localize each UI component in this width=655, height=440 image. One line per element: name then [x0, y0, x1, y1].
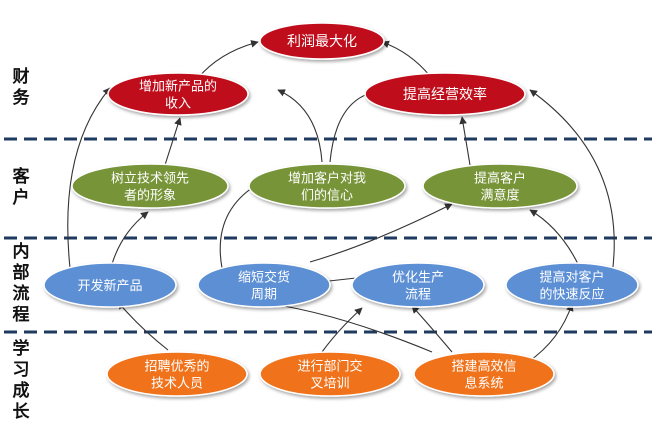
- node-profit: 利润最大化: [259, 22, 385, 60]
- node-label-line: 们的信心: [301, 188, 353, 204]
- arrow-respond-to-efficiency: [529, 89, 615, 276]
- node-shape: [422, 163, 578, 209]
- node-shape: [197, 262, 331, 308]
- node-label-line: 缩短交货: [238, 270, 290, 286]
- arrow-infosys-to-shorten: [255, 298, 433, 353]
- node-shape: [107, 72, 249, 116]
- node-label-line: 提高经营效率: [403, 86, 487, 103]
- node-label-line: 树立技术领先: [111, 172, 189, 187]
- node-shape: [259, 351, 401, 397]
- node-label-line: 者的形象: [124, 188, 176, 204]
- arrow-develop-to-techimage: [111, 211, 149, 265]
- lane-label-learning: 学 习 成 长: [4, 336, 38, 426]
- node-shape: [71, 163, 229, 209]
- lane-label-char: 务: [12, 88, 30, 108]
- node-label-line: 招聘优秀的: [144, 359, 209, 375]
- lane-label-char: 部: [12, 263, 30, 283]
- nodes: 利润最大化增加新产品的收入提高经营效率树立技术领先者的形象增加客户对我们的信心提…: [43, 22, 639, 397]
- arrow-satisfaction-to-efficiency: [459, 116, 471, 166]
- node-efficiency: 提高经营效率: [364, 72, 526, 116]
- arrow-confidence-to-efficiency: [329, 89, 376, 163]
- node-label-line: 搭建高效信: [451, 359, 516, 375]
- node-label-line: 叉培训: [310, 376, 349, 392]
- lane-label-internal: 内 部 流 程: [4, 240, 38, 328]
- node-label-line: 增加客户对我: [288, 171, 366, 187]
- node-label-line: 增加新产品的: [139, 79, 217, 95]
- node-shape: [364, 72, 526, 116]
- lane-label-char: 长: [12, 402, 30, 422]
- node-label-line: 优化生产: [392, 271, 444, 286]
- lane-label-customer: 客 户: [4, 158, 38, 218]
- lane-label-finance: 财 务: [4, 58, 38, 118]
- lane-label-char: 学: [12, 339, 30, 359]
- arrow-shorten-to-satisfaction: [309, 203, 453, 263]
- node-shape: [43, 262, 177, 308]
- node-shape: [351, 262, 485, 308]
- node-develop: 开发新产品: [43, 262, 177, 308]
- node-label-line: 提高对客户: [539, 270, 604, 286]
- node-label-line: 收入: [165, 97, 191, 112]
- arrow-revenue-to-profit: [197, 40, 259, 79]
- arrow-training-to-optimize: [321, 307, 363, 353]
- node-label-line: 开发新产品: [77, 278, 142, 294]
- node-label-line: 提高客户: [474, 171, 526, 187]
- node-shape: [259, 22, 385, 60]
- lane-label-char: 成: [12, 381, 30, 401]
- node-label-line: 满意度: [480, 188, 519, 204]
- arrow-infosys-to-optimize: [411, 305, 453, 353]
- node-shape: [106, 351, 248, 397]
- node-shape: [413, 351, 555, 397]
- lane-label-char: 流: [12, 284, 30, 304]
- node-shape: [505, 262, 639, 308]
- lane-dividers: [4, 137, 652, 334]
- arrow-respond-to-satisfaction: [529, 209, 579, 265]
- node-label-line: 息系统: [464, 376, 503, 392]
- arrow-teximage-to-revenue: [164, 117, 182, 166]
- node-label-line: 的快速反应: [539, 287, 604, 303]
- lane-label-char: 财: [12, 67, 30, 87]
- arrow-efficiency-to-profit: [381, 40, 431, 77]
- arrow-confidence-to-revenue: [277, 89, 323, 163]
- lane-label-char: 内: [12, 242, 30, 262]
- lane-label-char: 习: [12, 360, 30, 380]
- arrow-shorten-to-confidence: [219, 183, 259, 269]
- lane-label-char: 程: [12, 305, 30, 325]
- lane-label-char: 客: [12, 167, 30, 187]
- node-label-line: 流程: [405, 288, 431, 303]
- node-label-line: 周期: [251, 288, 277, 303]
- node-label-line: 技术人员: [151, 377, 203, 392]
- node-label-line: 利润最大化: [287, 34, 357, 50]
- node-shape: [248, 163, 406, 209]
- arrow-develop-to-revenue: [67, 87, 111, 269]
- lane-label-char: 户: [12, 188, 30, 208]
- node-label-line: 进行部门交: [297, 359, 362, 375]
- arrow-recruit-to-develop: [117, 301, 169, 351]
